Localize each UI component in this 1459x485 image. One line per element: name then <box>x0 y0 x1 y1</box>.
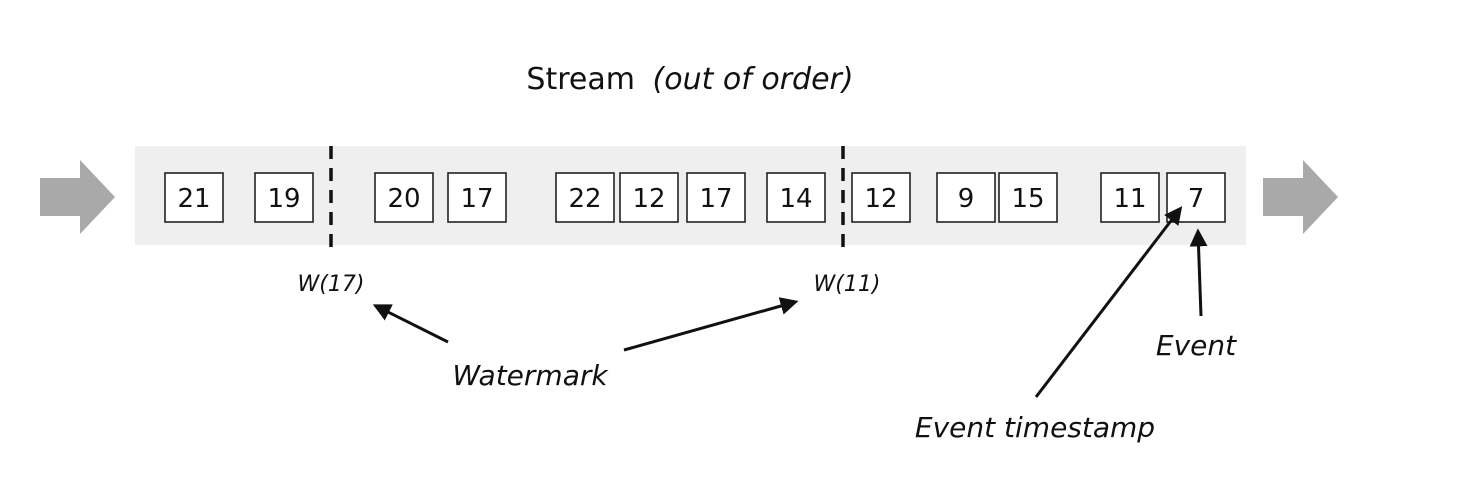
event-box-frame <box>998 172 1058 223</box>
event-box: 7 <box>1166 172 1226 223</box>
event-box-frame <box>254 172 314 223</box>
event-timestamp-value: 20 <box>387 184 420 214</box>
event-box-frame <box>164 172 224 223</box>
event-box: 15 <box>998 172 1058 223</box>
event-box-frame <box>851 172 911 223</box>
event-timestamp-value: 11 <box>1113 184 1146 214</box>
event-timestamp-value: 17 <box>699 184 732 214</box>
event-box-frame <box>686 172 746 223</box>
event-timestamp-value: 21 <box>177 184 210 214</box>
watermark-pointer-2 <box>623 297 799 352</box>
event-box: 21 <box>164 172 224 223</box>
event-box: 12 <box>851 172 911 223</box>
event-box: 22 <box>555 172 615 223</box>
event-timestamp-value: 15 <box>1011 184 1044 214</box>
event-box: 12 <box>619 172 679 223</box>
event-box: 11 <box>1100 172 1160 223</box>
watermark-label-1: W(17) <box>298 272 365 297</box>
event-box-frame <box>447 172 507 223</box>
event-timestamp-value: 14 <box>779 184 812 214</box>
event-sequence: 21 19 20 17 22 12 17 14 12 9 15 11 7 <box>164 172 1226 223</box>
event-box-frame <box>619 172 679 223</box>
event-box: 9 <box>936 172 996 223</box>
event-box-frame <box>766 172 826 223</box>
title-main: Stream <box>526 62 635 97</box>
event-timestamp-value: 12 <box>864 184 897 214</box>
title-qualifier: (out of order) <box>653 62 854 97</box>
event-timestamp-pointer <box>1034 206 1183 398</box>
diagram-title: Stream (out of order) <box>526 62 853 97</box>
event-box: 17 <box>447 172 507 223</box>
event-box-frame <box>374 172 434 223</box>
event-timestamp-value: 12 <box>632 184 665 214</box>
watermark-pointer-1 <box>372 304 449 344</box>
event-box: 14 <box>766 172 826 223</box>
event-box: 19 <box>254 172 314 223</box>
watermark-label-2: W(11) <box>814 272 881 297</box>
outflow-arrow-icon <box>1263 160 1338 234</box>
event-box-frame <box>936 172 996 223</box>
event-timestamp-value: 22 <box>568 184 601 214</box>
event-box-frame <box>555 172 615 223</box>
inflow-arrow-icon <box>40 160 115 234</box>
event-box: 17 <box>686 172 746 223</box>
event-box-frame <box>1100 172 1160 223</box>
event-box: 20 <box>374 172 434 223</box>
watermark-callout: Watermark <box>452 359 609 392</box>
event-timestamp-value: 9 <box>958 184 975 214</box>
event-timestamp-value: 7 <box>1188 184 1205 214</box>
event-timestamp-value: 19 <box>267 184 300 214</box>
event-timestamp-value: 17 <box>460 184 493 214</box>
event-pointer <box>1189 228 1208 317</box>
event-timestamp-callout: Event timestamp <box>915 411 1155 444</box>
event-callout: Event <box>1156 329 1237 362</box>
